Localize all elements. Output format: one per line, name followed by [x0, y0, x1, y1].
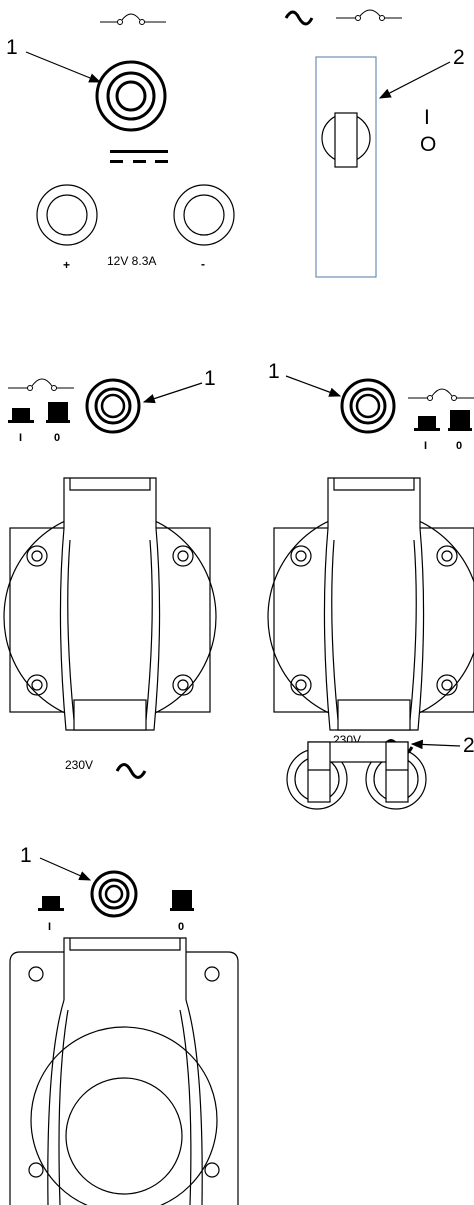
button-on-mark: I	[48, 921, 51, 933]
schuko-socket	[267, 477, 474, 731]
terminal-plus-label: +	[63, 258, 70, 272]
push-button-icon	[38, 896, 64, 911]
arrow-icon	[39, 857, 92, 881]
push-button-icon	[8, 408, 34, 423]
toggle-switch	[286, 741, 427, 810]
dc-rating-label: 12V 8.3A	[107, 254, 156, 268]
callout-fuse-holder: 1	[204, 367, 216, 390]
callout-fuse-holder: 1	[20, 844, 32, 867]
switch-off-mark: O	[420, 133, 436, 156]
fuse-holder	[85, 378, 141, 434]
schuko-socket	[3, 477, 217, 731]
arrow-icon	[410, 739, 461, 750]
cee-socket-panel: 1 I 0	[9, 734, 474, 1205]
button-off-mark: 0	[456, 440, 462, 452]
main-switch-housing	[315, 56, 377, 278]
ac-wave-icon	[115, 763, 147, 779]
arrow-icon	[25, 51, 102, 83]
push-button-icon	[448, 410, 472, 431]
dc-symbol-icon	[110, 150, 168, 163]
ac-wave-icon	[284, 10, 314, 26]
button-on-mark: I	[19, 432, 22, 444]
fuse-icon	[100, 13, 166, 25]
switch-on-mark: I	[424, 106, 430, 129]
positive-terminal	[36, 184, 98, 246]
main-switch-knob	[321, 112, 371, 168]
arrow-icon	[285, 375, 342, 397]
schuko-right: 1 I 0	[267, 360, 474, 755]
button-off-mark: 0	[178, 921, 184, 933]
dc-output-panel: 1 + - 12V 8.3A	[6, 9, 465, 278]
fuse-holder	[95, 60, 167, 132]
button-on-mark: I	[424, 440, 427, 452]
callout-switch: 2	[463, 734, 474, 757]
terminal-minus-label: -	[201, 257, 205, 271]
callout-main-switch: 2	[453, 46, 465, 69]
callout-fuse-holder: 1	[268, 360, 280, 383]
negative-terminal	[173, 184, 235, 246]
push-button-icon	[170, 890, 194, 911]
callout-fuse-holder: 1	[6, 36, 18, 59]
push-button-icon	[46, 402, 70, 423]
button-off-mark: 0	[54, 432, 60, 444]
fuse-holder	[340, 378, 396, 434]
fuse-holder	[90, 870, 138, 918]
socket-rating-label: 230V	[65, 758, 93, 772]
arrow-icon	[378, 61, 451, 99]
cee-socket	[9, 937, 239, 1205]
fuse-icon	[8, 378, 74, 391]
fuse-icon	[336, 9, 402, 21]
fuse-icon	[408, 388, 474, 401]
push-button-icon	[414, 416, 440, 431]
arrow-icon	[142, 382, 203, 404]
schuko-left: I 0 1 230V	[3, 367, 217, 779]
